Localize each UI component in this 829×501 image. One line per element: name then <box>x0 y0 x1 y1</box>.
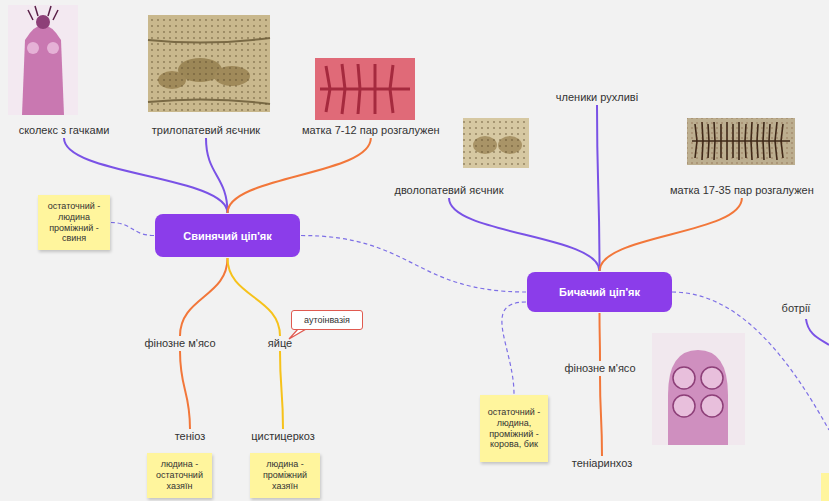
topic-text-node: ботрії <box>782 302 811 315</box>
branch-connector <box>280 351 283 429</box>
node-text: людина - остаточний хазяїн <box>151 459 208 491</box>
topic-text-node: сколекс з гачками <box>19 124 110 137</box>
topic-text-node: цистицеркоз <box>251 430 315 443</box>
topic-text-node: фінозне м'ясо <box>564 362 635 375</box>
uterus-branches <box>320 64 410 114</box>
branch-connector <box>301 236 526 293</box>
branch-connector <box>228 258 281 336</box>
branch-connector <box>206 138 228 213</box>
sticky-note: людина - остаточний хазяїн <box>147 453 212 498</box>
branch-connector <box>228 138 371 213</box>
branch-connector <box>111 223 154 236</box>
sticky-note-partial <box>821 473 829 501</box>
node-text: цистицеркоз <box>251 430 315 443</box>
topic-text-node: теніаринхоз <box>572 457 632 470</box>
node-text: Свинячий ціп'як <box>183 230 272 242</box>
specimen-photo <box>148 15 270 112</box>
sucker <box>673 367 695 389</box>
topic-text-node: трилопатевий яєчник <box>152 124 260 137</box>
sticky-note: остаточний - людина, проміжний - корова,… <box>480 395 548 462</box>
node-text: матка 17-35 пар розгалужен <box>670 184 814 197</box>
node-text: аутоінвазія <box>304 315 350 325</box>
topic-text-node: матка 7-12 пар розгалужен <box>302 124 440 137</box>
branch-connector <box>599 313 602 361</box>
sticky-note: людина - проміжний хазяїн <box>250 453 320 498</box>
node-text: остаточний - людина проміжний - свиня <box>42 201 106 244</box>
node-text: теніоз <box>175 430 206 443</box>
node-text: яйце <box>268 337 292 350</box>
branch-connector <box>597 105 600 271</box>
branch-offscreen <box>806 319 829 345</box>
specimen-photo <box>8 5 78 115</box>
branch-connector <box>502 302 526 394</box>
node-text: дволопатевий яєчник <box>394 184 503 197</box>
topic-text-node: матка 17-35 пар розгалужен <box>670 184 814 197</box>
branch-connector <box>180 351 190 429</box>
node-text: Бичачий ціп'як <box>559 286 640 298</box>
hook-crown <box>36 15 50 29</box>
branch-connector <box>449 198 600 271</box>
sucker <box>47 42 59 54</box>
sucker <box>701 367 723 389</box>
node-text: ботрії <box>782 302 811 315</box>
main-topic-box: Бичачий ціп'як <box>527 272 672 312</box>
topic-text-node: дволопатевий яєчник <box>394 184 503 197</box>
branch-connector <box>180 258 228 336</box>
specimen-photo <box>687 118 795 165</box>
sucker <box>673 395 695 417</box>
node-text: членики рухливі <box>556 91 638 104</box>
texture <box>148 15 270 112</box>
node-text: сколекс з гачками <box>19 124 110 137</box>
callout-box: аутоінвазія <box>291 310 363 330</box>
sticky-note: остаточний - людина проміжний - свиня <box>38 195 110 250</box>
node-text: матка 7-12 пар розгалужен <box>302 124 440 137</box>
texture <box>463 118 529 168</box>
hooks <box>28 6 58 20</box>
main-topic-box: Свинячий ціп'як <box>155 214 300 257</box>
specimen-photo <box>463 118 529 168</box>
node-text: теніаринхоз <box>572 457 632 470</box>
node-text: трилопатевий яєчник <box>152 124 260 137</box>
scolex-body <box>22 25 64 115</box>
sucker <box>27 42 39 54</box>
topic-text-node: яйце <box>268 337 292 350</box>
branch-connector <box>600 376 602 456</box>
scolex-body <box>668 350 728 445</box>
node-text: людина - проміжний хазяїн <box>254 459 316 491</box>
node-text: фінозне м'ясо <box>144 337 215 350</box>
node-text: остаточний - людина, проміжний - корова,… <box>484 407 544 450</box>
topic-text-node: членики рухливі <box>556 91 638 104</box>
branch-connector <box>600 198 742 271</box>
specimen-photo <box>315 58 415 120</box>
topic-text-node: фінозне м'ясо <box>144 337 215 350</box>
node-text: фінозне м'ясо <box>564 362 635 375</box>
sucker <box>701 395 723 417</box>
specimen-photo <box>652 333 745 445</box>
topic-text-node: теніоз <box>175 430 206 443</box>
texture <box>687 118 795 165</box>
